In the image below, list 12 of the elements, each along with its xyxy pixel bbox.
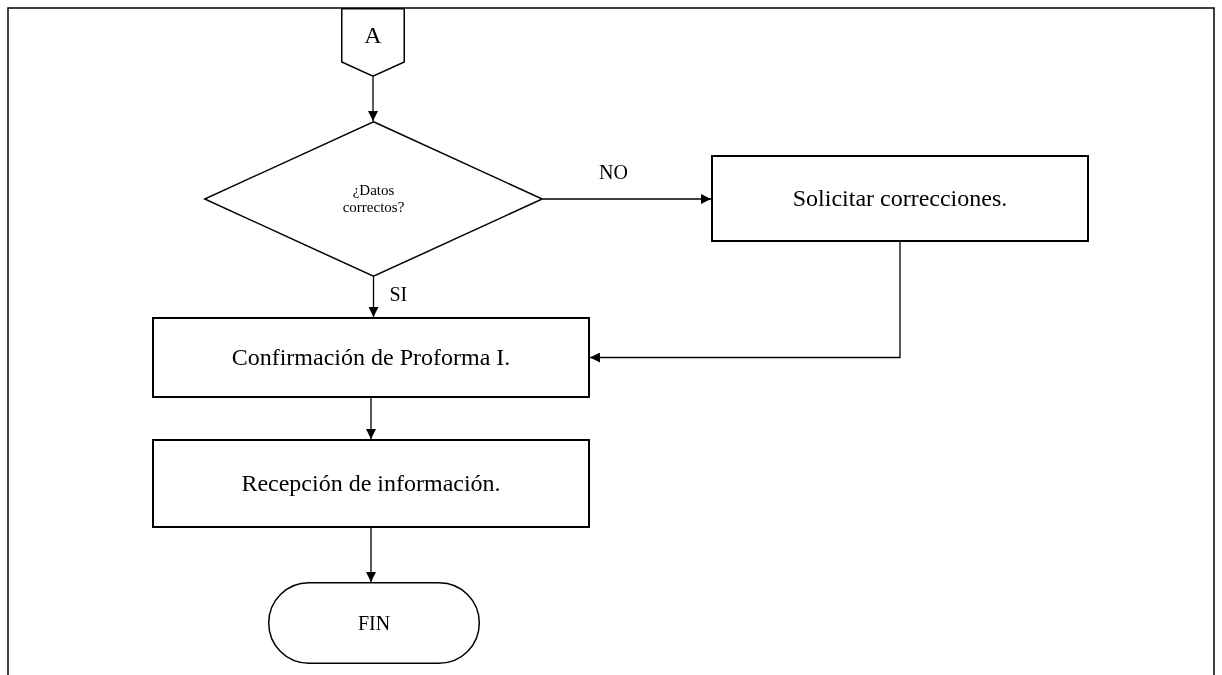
arrow [589, 241, 901, 363]
arrow [368, 76, 378, 122]
node-text: Recepción de información. [241, 469, 501, 498]
arrow [368, 276, 379, 318]
arrow [366, 527, 376, 583]
node-text: Solicitar correcciones. [792, 184, 1008, 213]
node-text: Confirmación de Proforma I. [231, 343, 511, 372]
node-text: A [364, 21, 382, 50]
decision-text: ¿Datos correctos? [341, 181, 406, 217]
node-text: FIN [357, 611, 391, 635]
arrow [542, 194, 712, 204]
arrow [366, 397, 376, 440]
